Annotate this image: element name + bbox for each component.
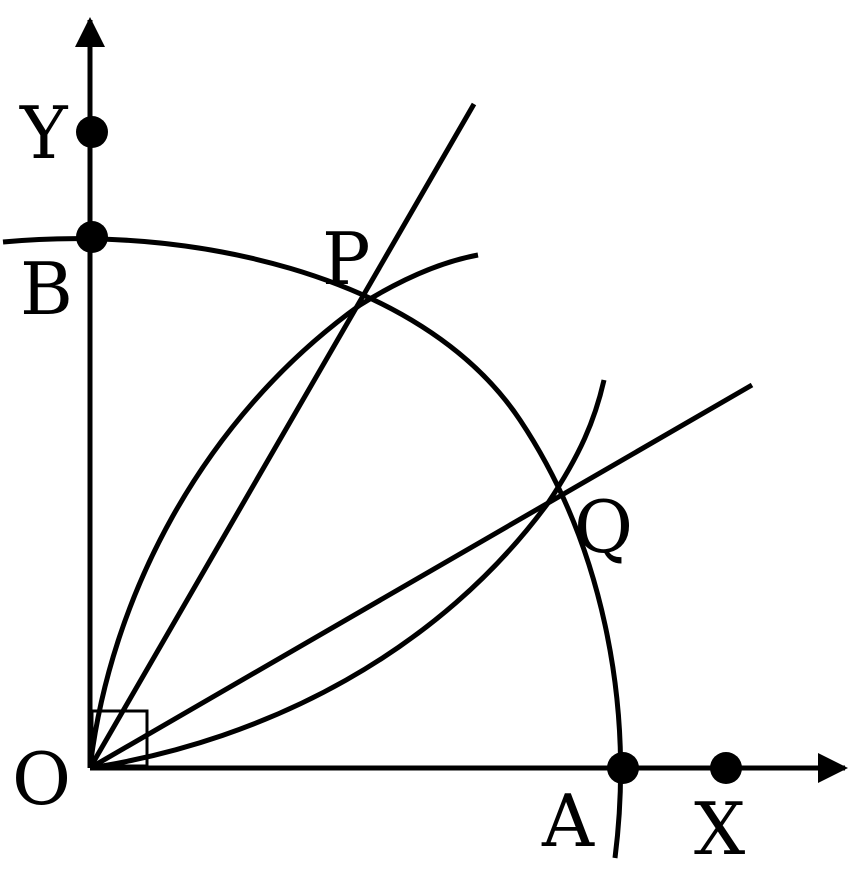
arc-ab-centered-o [2,236,624,859]
point-x-dot [710,752,742,784]
point-b-dot [76,221,108,253]
point-y-dot [76,116,108,148]
point-a-dot [607,752,639,784]
ray-op [87,102,477,770]
label-y: Y [19,91,69,175]
arc-op-centered-a [87,252,479,769]
label-o: O [12,737,71,821]
label-p: P [322,217,370,301]
label-a: A [541,779,595,863]
label-q: Q [574,485,633,569]
label-x: X [694,787,745,871]
arc-oq-centered-b [89,379,607,771]
label-b: B [20,247,73,331]
ray-oq [88,382,754,771]
